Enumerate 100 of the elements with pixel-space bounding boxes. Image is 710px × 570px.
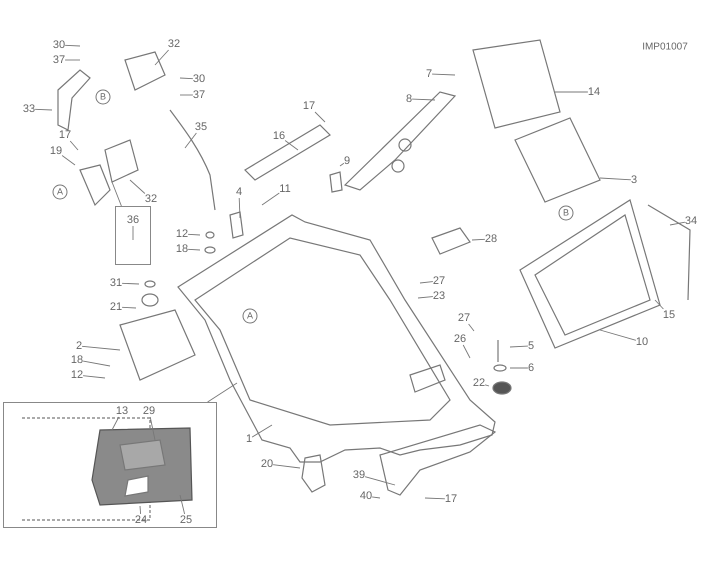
leader-line [284, 140, 298, 150]
callout-number: 17 [58, 129, 72, 141]
leader-line [112, 416, 120, 430]
leader-line [600, 178, 632, 180]
leader-line [184, 132, 197, 148]
leader-line [207, 382, 238, 402]
callout-number: 30 [192, 73, 206, 85]
leader-line [510, 346, 528, 348]
leader-line [484, 384, 490, 386]
callout-number: 12 [176, 228, 188, 240]
callout-number: 18 [70, 354, 84, 366]
callout-number: 7 [426, 68, 432, 80]
callout-number: 4 [236, 186, 242, 198]
leader-line [82, 360, 110, 366]
callout-number: 2 [76, 340, 82, 352]
callout-number: 22 [472, 377, 486, 389]
callout-number: 16 [272, 130, 286, 142]
leader-line [82, 346, 120, 350]
callout-number: 27 [458, 312, 470, 324]
leader-line [340, 162, 344, 166]
leader-line [420, 281, 434, 284]
callout-number: 1 [246, 433, 252, 445]
leader-line [140, 506, 142, 514]
leader-line [180, 494, 186, 514]
callout-number: 21 [110, 301, 122, 313]
callout-number: 33 [22, 103, 36, 115]
leader-line [150, 416, 156, 440]
leader-line [62, 155, 76, 166]
callout-number: 39 [352, 469, 366, 481]
callout-number: 11 [279, 183, 291, 195]
leader-line [112, 182, 122, 206]
leader-line [462, 344, 470, 358]
leader-line [252, 424, 272, 438]
callout-number: 40 [360, 490, 372, 502]
callout-number: 31 [110, 277, 122, 289]
callout-number: 17 [302, 100, 316, 112]
leader-line [70, 140, 78, 150]
callout-number: 10 [636, 336, 648, 348]
callout-number: 24 [134, 514, 148, 526]
callout-number: 17 [444, 493, 458, 505]
drawing-code: IMP01007 [642, 42, 688, 52]
leader-line [654, 300, 664, 310]
reference-mark: B [96, 90, 110, 104]
leader-line [314, 112, 326, 122]
reference-mark: B [558, 206, 574, 220]
callout-number: 37 [192, 89, 206, 101]
callout-number: 12 [70, 369, 84, 381]
callout-number: 5 [528, 340, 534, 352]
callout-number: 29 [142, 405, 156, 417]
detail-inset-frame [3, 402, 217, 528]
leader-line [188, 248, 200, 250]
callout-number: 15 [662, 309, 676, 321]
leader-line [180, 78, 194, 80]
callout-number: 36 [126, 214, 140, 226]
callout-number: 28 [484, 233, 498, 245]
callout-number: 27 [432, 275, 446, 287]
leader-line [188, 234, 200, 236]
callout-number: 26 [454, 333, 466, 345]
callout-number: 23 [432, 290, 446, 302]
leader-line [180, 94, 194, 96]
callout-number: 3 [630, 174, 638, 186]
leader-line [272, 464, 300, 468]
leader-line [424, 498, 446, 500]
leader-line [670, 222, 686, 226]
callout-number: 8 [406, 93, 412, 105]
leader-line [418, 296, 434, 298]
callout-number: 37 [52, 54, 66, 66]
callout-number: 34 [684, 215, 698, 227]
callout-number: 25 [180, 514, 192, 526]
callout-number: 20 [260, 458, 274, 470]
leader-line [364, 476, 396, 486]
leader-line [34, 108, 52, 110]
leader-line [130, 180, 146, 194]
callout-number: 6 [528, 362, 534, 374]
leader-line [122, 282, 140, 284]
reference-mark: A [52, 184, 68, 200]
leader-line [372, 496, 380, 498]
leader-line [132, 226, 134, 240]
callout-number: 9 [344, 155, 350, 167]
callout-number: 19 [50, 145, 62, 157]
callout-number: 18 [176, 243, 188, 255]
callout-number: 13 [116, 405, 128, 417]
callout-number: 32 [144, 193, 158, 205]
callout-number: 32 [168, 38, 180, 50]
leader-line [238, 198, 240, 218]
callout-number: 35 [194, 121, 208, 133]
reference-mark: A [242, 308, 258, 324]
detail-frame [115, 206, 151, 265]
leader-line [262, 192, 280, 206]
leader-line [82, 375, 106, 378]
leader-line [154, 50, 170, 66]
leader-line [468, 324, 474, 332]
leader-line [122, 306, 136, 308]
leader-line [64, 44, 80, 46]
leader-line [472, 238, 486, 240]
leader-line [432, 74, 456, 76]
callout-number: 14 [588, 86, 600, 98]
leader-line [600, 330, 636, 341]
callout-number: 30 [52, 39, 66, 51]
leader-line [412, 98, 436, 100]
